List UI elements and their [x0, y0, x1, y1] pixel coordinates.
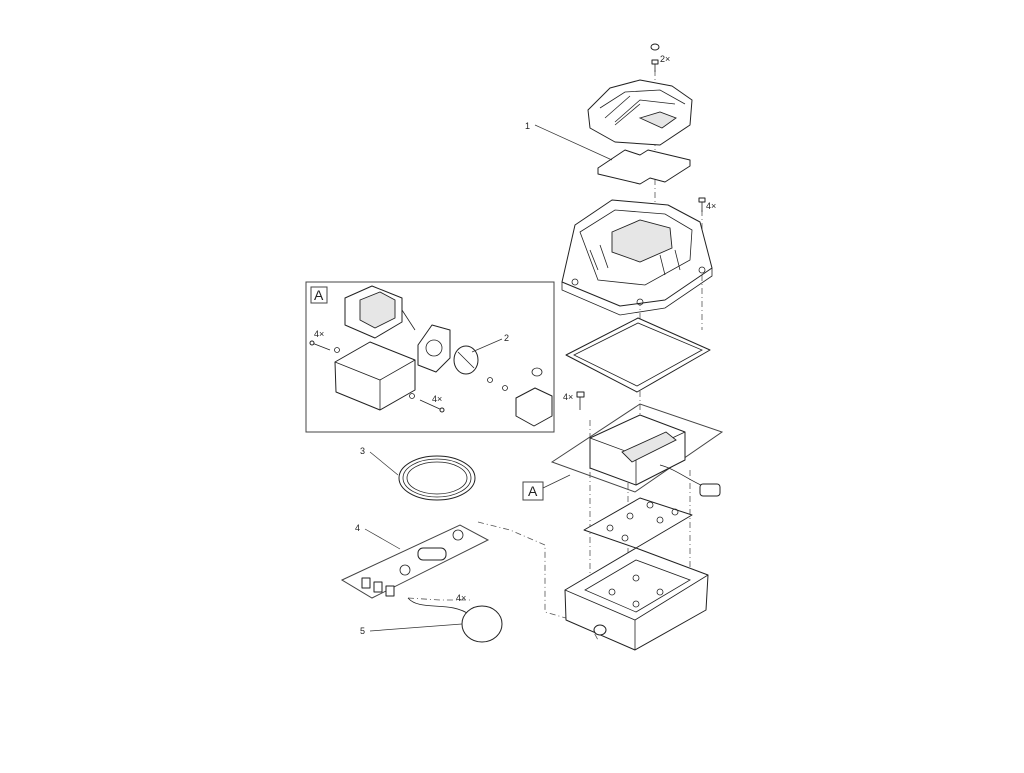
inset-coil-unit	[344, 285, 416, 339]
inset-tag: A	[314, 287, 324, 303]
top-hood	[587, 79, 693, 146]
cover-screws-qty: 4×	[706, 201, 716, 211]
base-screws-qty: 4×	[563, 392, 573, 402]
inset-screw-left	[309, 340, 340, 353]
assembly-tag-box	[522, 481, 544, 501]
callout-2: 2	[504, 333, 509, 343]
top-cap-screw	[650, 43, 660, 72]
inset-tag-box	[310, 286, 328, 304]
inset-valve-block	[487, 367, 553, 427]
inset-housing-tray	[334, 341, 416, 411]
callout-5: 5	[360, 626, 365, 636]
cover-screw	[698, 197, 706, 212]
float-screws-qty: 4×	[456, 593, 466, 603]
housing-cover	[561, 199, 713, 316]
inset-frame-plate	[417, 324, 451, 373]
assembly-tag: A	[528, 483, 538, 499]
air-hose	[398, 455, 476, 501]
housing-gasket	[565, 317, 711, 393]
base-screw	[576, 391, 585, 410]
motor-assembly	[550, 403, 724, 497]
top-screw-qty: 2×	[660, 54, 670, 64]
filter-pad	[597, 149, 691, 185]
base-housing	[564, 547, 709, 651]
callout-1: 1	[525, 121, 530, 131]
inset-bottom-screws-qty: 4×	[432, 394, 442, 404]
callout-3: 3	[360, 446, 365, 456]
accessory-kit	[340, 524, 490, 599]
callout-4: 4	[355, 523, 360, 533]
damping-plate	[583, 497, 693, 549]
inset-screw-bottom	[409, 393, 445, 413]
air-stone	[407, 597, 503, 643]
inset-diaphragm	[453, 345, 479, 375]
inset-left-screws-qty: 4×	[314, 329, 324, 339]
inset-frame	[305, 281, 555, 433]
